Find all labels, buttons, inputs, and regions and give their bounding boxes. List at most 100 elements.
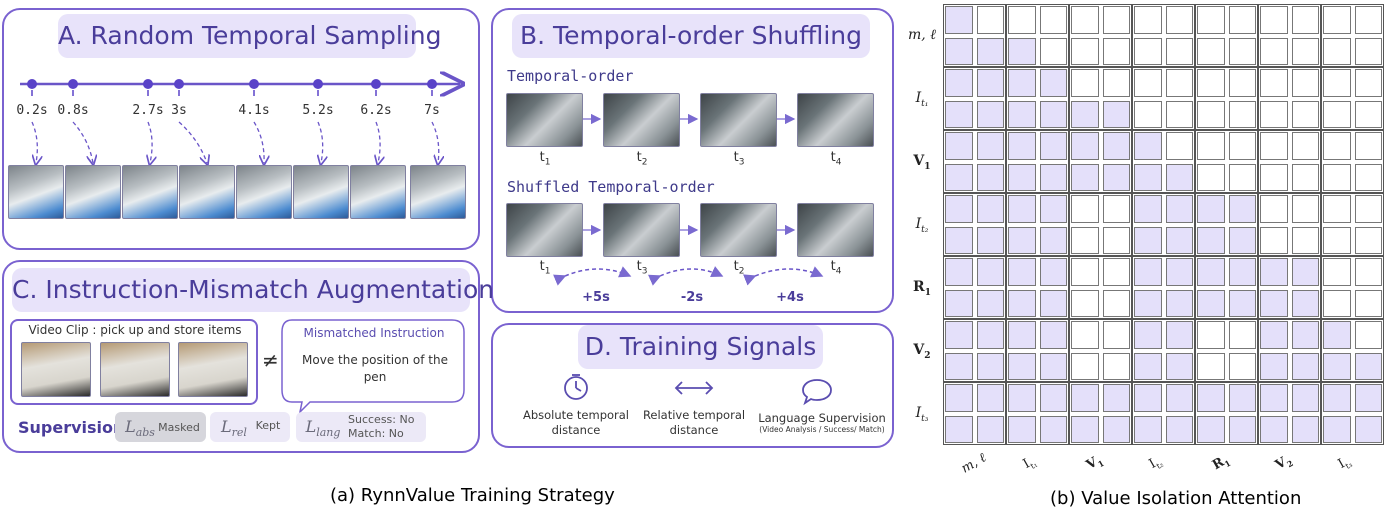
attention-block: [1006, 382, 1069, 445]
timeline-dot: [27, 79, 37, 89]
attention-block: [1132, 256, 1195, 319]
attention-cell: [1291, 415, 1319, 443]
attention-cell: [1197, 100, 1225, 128]
attention-cell: [1134, 69, 1162, 97]
attention-cell: [1228, 195, 1256, 223]
attention-cell: [1228, 69, 1256, 97]
attention-cell: [1008, 226, 1036, 254]
attention-cell: [1228, 6, 1256, 34]
attention-cell: [1228, 226, 1256, 254]
attention-cell: [1165, 384, 1193, 412]
timeline: [20, 0, 482, 250]
attention-cell: [976, 352, 1004, 380]
timeline-time-label: 3s: [171, 103, 187, 118]
attention-cell: [1354, 352, 1382, 380]
attention-cell: [1165, 258, 1193, 286]
timeline-time-label: 0.8s: [57, 103, 89, 118]
attention-cell: [1134, 289, 1162, 317]
matrix-col-label: V1: [1083, 454, 1106, 474]
matrix-col-label: V2: [1272, 454, 1295, 474]
ordered-t3: t3: [733, 150, 745, 168]
attention-cell: [1008, 163, 1036, 191]
attention-cell: [1102, 321, 1130, 349]
shuffled-frame-4: [797, 203, 874, 257]
attention-block: [1258, 382, 1321, 445]
attention-cell: [1260, 69, 1288, 97]
attention-cell: [1071, 352, 1099, 380]
sampled-frame: [122, 165, 178, 219]
matrix-row-label: It₃: [915, 404, 929, 424]
sample-arrow: [376, 121, 380, 163]
l-rel-chip: [210, 412, 290, 442]
caption-left: (a) RynnValue Training Strategy: [330, 485, 615, 506]
attention-block: [1069, 319, 1132, 382]
attention-cell: [1102, 69, 1130, 97]
attention-block: [1195, 382, 1258, 445]
attention-cell: [1102, 37, 1130, 65]
caption-right: (b) Value Isolation Attention: [1050, 488, 1302, 509]
attention-cell: [1197, 226, 1225, 254]
attention-cell: [1039, 321, 1067, 349]
attention-cell: [1291, 384, 1319, 412]
attention-cell: [1228, 289, 1256, 317]
attention-cell: [1134, 195, 1162, 223]
ordered-t4: t4: [830, 150, 842, 168]
attention-cell: [1071, 195, 1099, 223]
attention-block: [1321, 4, 1384, 67]
sampled-frame: [293, 165, 349, 219]
matrix-col-label: It₂: [1146, 456, 1165, 472]
timeline-time-label: 5.2s: [302, 103, 334, 118]
matrix-row-label: It₁: [915, 89, 929, 109]
timeline-dot: [68, 79, 78, 89]
attention-block: [1132, 319, 1195, 382]
attention-cell: [1354, 195, 1382, 223]
attention-block: [1132, 382, 1195, 445]
l-lang: Llang: [305, 417, 341, 440]
attention-cell: [945, 132, 973, 160]
attention-cell: [1260, 37, 1288, 65]
timeline-time-label: 2.7s: [132, 103, 164, 118]
attention-block: [1006, 319, 1069, 382]
attention-cell: [1102, 132, 1130, 160]
shuffled-frame-2: [603, 203, 680, 257]
attention-cell: [1197, 352, 1225, 380]
attention-block: [1006, 67, 1069, 130]
attention-cell: [1039, 37, 1067, 65]
attention-cell: [1323, 226, 1351, 254]
speech-bubble: [281, 319, 465, 414]
attention-block: [1069, 193, 1132, 256]
attention-cell: [1039, 69, 1067, 97]
attention-cell: [1354, 289, 1382, 317]
matrix-row-label: It₂: [915, 215, 929, 235]
attention-block: [943, 319, 1006, 382]
l-abs-note: Masked: [158, 421, 200, 434]
attention-cell: [1102, 415, 1130, 443]
timeline-dot: [371, 79, 381, 89]
attention-cell: [1323, 37, 1351, 65]
attention-cell: [1039, 289, 1067, 317]
attention-block: [1132, 130, 1195, 193]
attention-cell: [1071, 226, 1099, 254]
signal-relative: Relative temporal distance: [642, 408, 746, 437]
attention-block: [1321, 193, 1384, 256]
attention-cell: [1323, 6, 1351, 34]
attention-cell: [1008, 415, 1036, 443]
attention-cell: [1165, 195, 1193, 223]
attention-cell: [1008, 37, 1036, 65]
attention-cell: [1354, 163, 1382, 191]
clip-frame-2: [100, 342, 170, 397]
attention-cell: [1197, 415, 1225, 443]
attention-cell: [1197, 258, 1225, 286]
l-lang-note-success: Success: No: [348, 413, 415, 426]
ordered-label: Temporal-order: [507, 67, 634, 85]
attention-cell: [1291, 132, 1319, 160]
attention-cell: [1008, 69, 1036, 97]
attention-cell: [1291, 195, 1319, 223]
attention-block: [1195, 4, 1258, 67]
not-equal-sign: ≠: [262, 348, 279, 372]
attention-cell: [1354, 6, 1382, 34]
attention-cell: [1039, 258, 1067, 286]
attention-cell: [1165, 132, 1193, 160]
attention-cell: [1197, 195, 1225, 223]
attention-cell: [1323, 321, 1351, 349]
